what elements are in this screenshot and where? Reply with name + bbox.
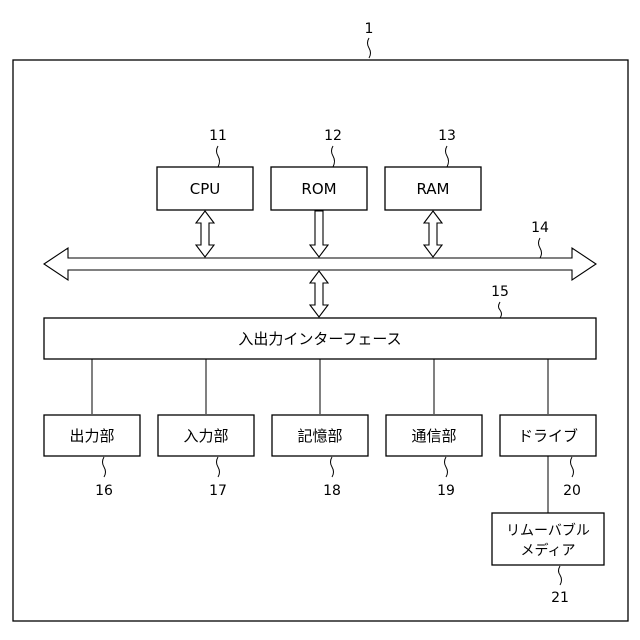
communication-unit-label: 通信部 (411, 427, 456, 445)
device-leader-line (368, 38, 371, 58)
ram-ref-label: 13 (438, 128, 456, 144)
cpu-ref-label: 11 (209, 128, 227, 144)
cpu-label: CPU (190, 180, 221, 198)
output-unit-ref-label: 16 (95, 483, 113, 499)
ram-label: RAM (416, 180, 449, 198)
input-unit-ref-label: 17 (209, 483, 227, 499)
input-unit-label: 入力部 (183, 427, 228, 445)
removable-media-ref-label: 21 (551, 590, 569, 606)
storage-unit-ref-label: 18 (323, 483, 341, 499)
bus-ref-label: 14 (531, 220, 549, 236)
drive-label: ドライブ (518, 427, 578, 445)
removable-media-label-line2: メディア (520, 542, 575, 559)
removable-media-label-line1: リムーバブル (506, 522, 590, 539)
rom-ref-label: 12 (324, 128, 342, 144)
output-unit-label: 出力部 (69, 427, 114, 445)
rom-label: ROM (301, 180, 336, 198)
io-interface-label: 入出力インターフェース (238, 330, 401, 348)
communication-unit-ref-label: 19 (437, 483, 455, 499)
storage-unit-label: 記憶部 (297, 427, 342, 445)
io-interface-ref-label: 15 (491, 284, 509, 300)
device-ref-label: 1 (365, 21, 374, 37)
drive-ref-label: 20 (563, 483, 581, 499)
